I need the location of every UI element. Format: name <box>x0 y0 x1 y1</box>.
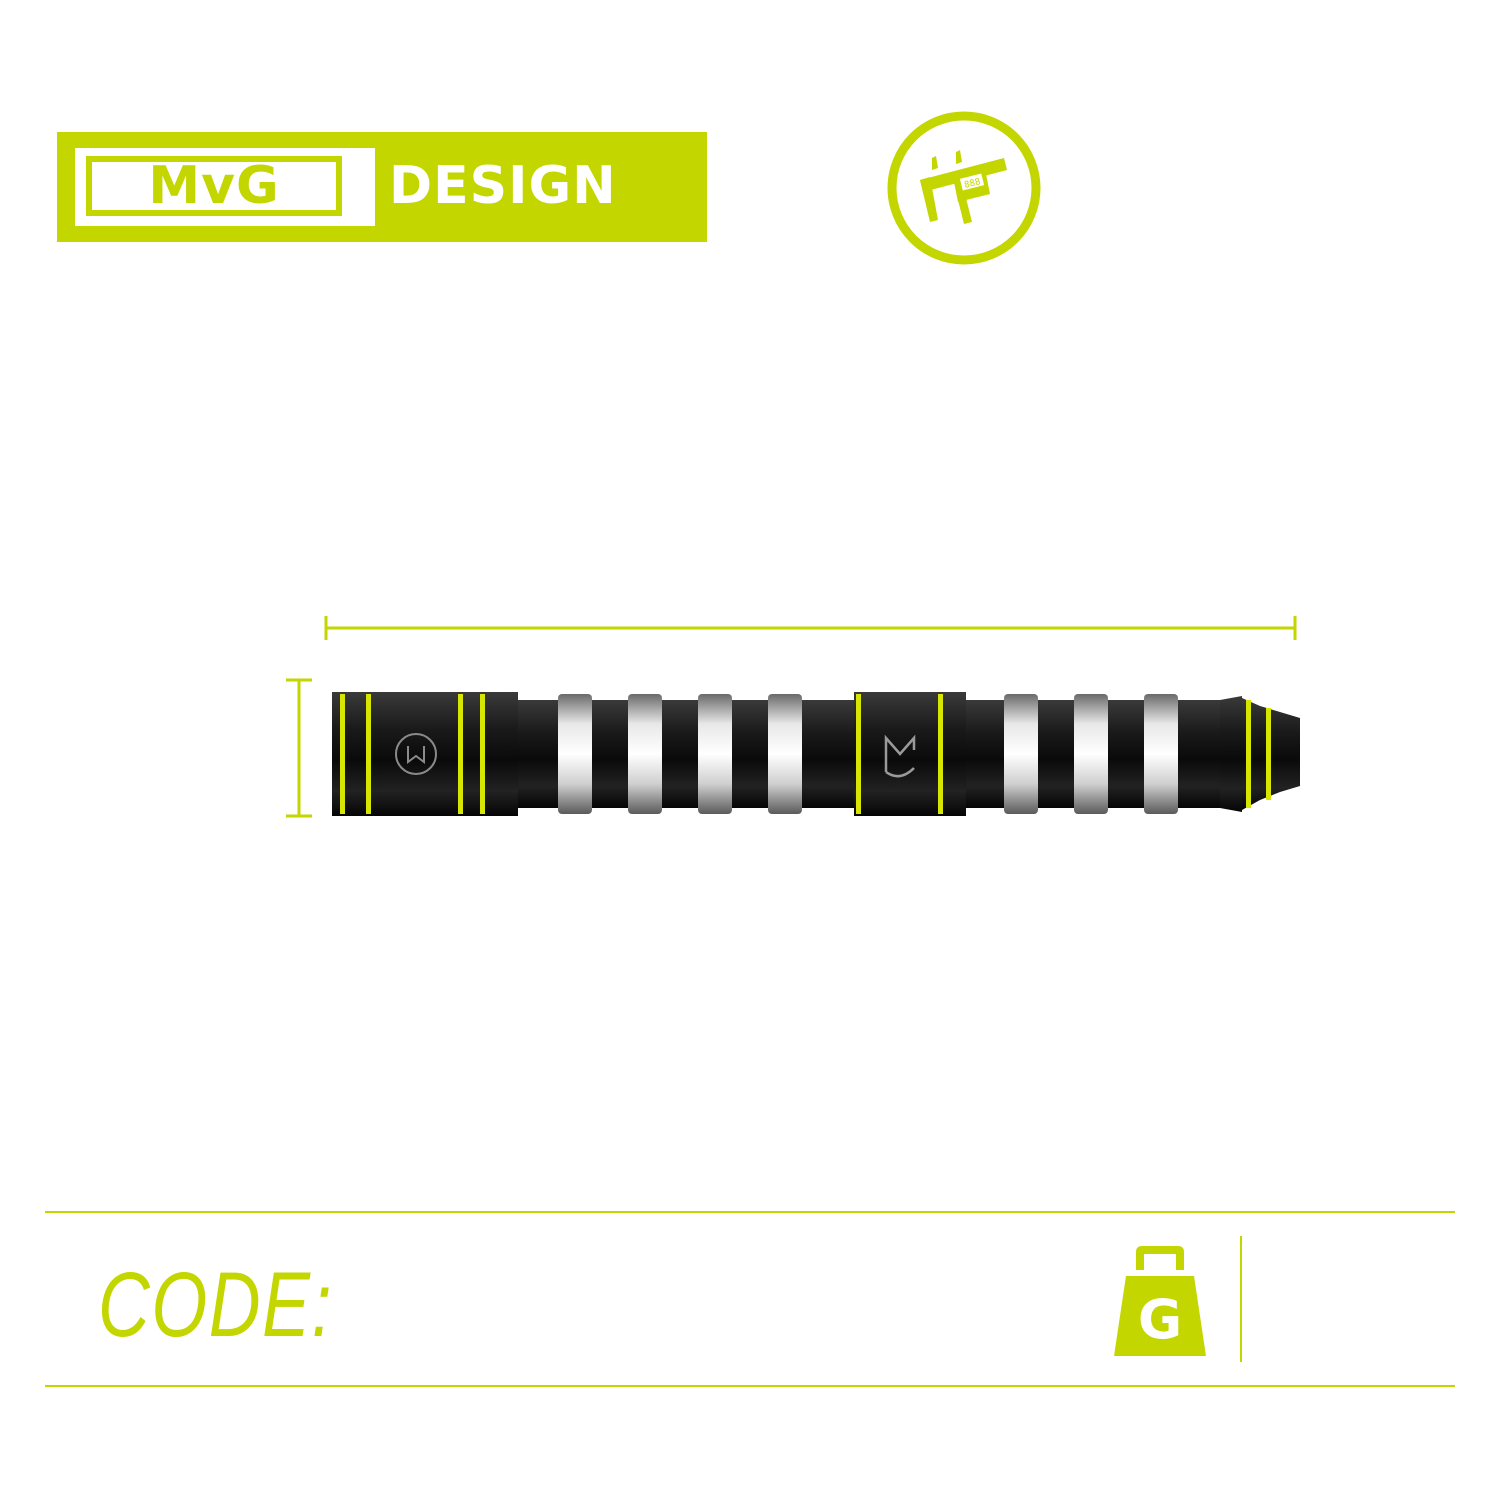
vertical-divider <box>1240 1236 1242 1362</box>
length-dimension-line <box>324 616 1297 640</box>
svg-text:888: 888 <box>963 177 981 191</box>
dart-barrel-diagram <box>286 616 1300 818</box>
top-divider <box>45 1211 1455 1213</box>
caliper-icon: 888 <box>887 111 1041 265</box>
accent-rings <box>340 694 1271 814</box>
engraved-w-logo <box>395 733 437 775</box>
weight-letter: G <box>1138 1288 1182 1351</box>
logo-design-text: DESIGN <box>389 156 617 216</box>
diameter-dimension-line <box>286 678 312 818</box>
logo-mvg-text: MvG <box>86 156 342 216</box>
silver-rings <box>558 694 1178 814</box>
brand-logo: MvG DESIGN <box>57 132 707 242</box>
engraved-mvg-logo <box>884 734 916 778</box>
bottom-divider <box>45 1385 1455 1387</box>
code-label: CODE: <box>98 1254 334 1356</box>
weight-icon: G <box>1114 1246 1206 1356</box>
